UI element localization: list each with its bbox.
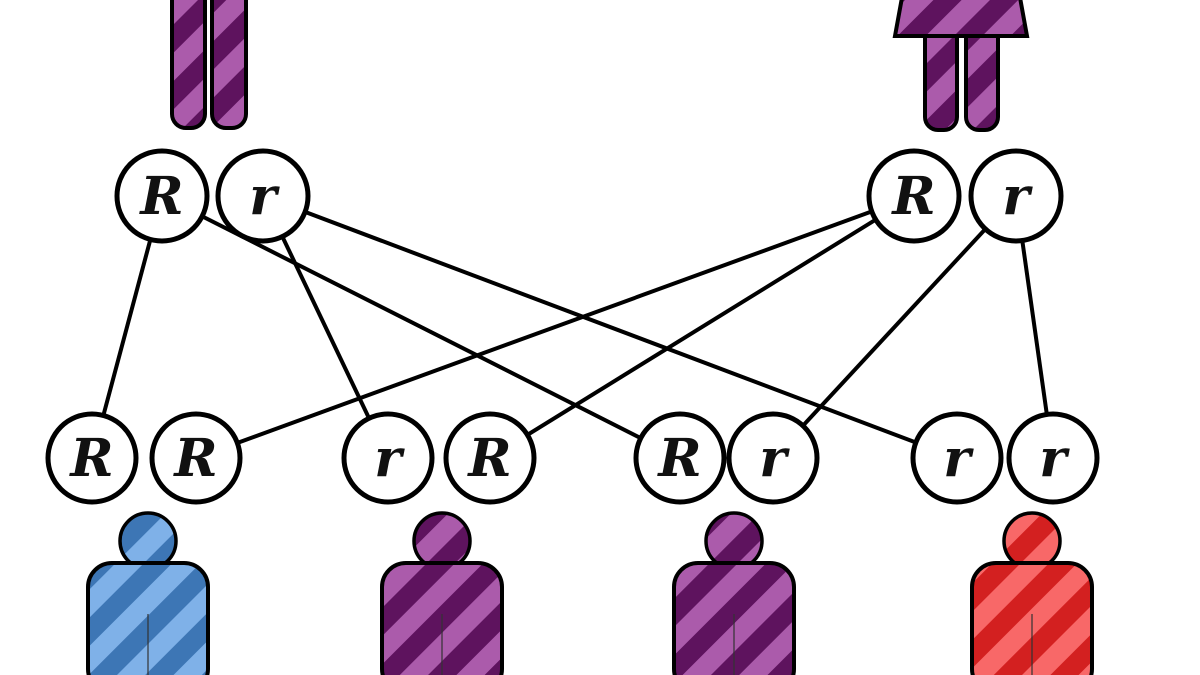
parent-allele-circles: R r R r — [114, 148, 1064, 244]
child-4-head — [1002, 511, 1062, 571]
offspring-3-allele-circle-2 — [726, 411, 820, 505]
father-leg-left — [170, 0, 207, 130]
offspring-3-allele-circle-1 — [633, 411, 727, 505]
child-3-head — [704, 511, 764, 571]
offspring-2-allele-circle-2 — [443, 411, 537, 505]
offspring-2-allele-circle-1 — [341, 411, 435, 505]
child-4-figure-affected — [970, 511, 1094, 675]
mother-dress — [892, 0, 1030, 38]
offspring-4-allele-circle-2 — [1006, 411, 1100, 505]
child-1-figure-unaffected — [86, 511, 210, 675]
mother-allele-letter-2: r — [1002, 166, 1033, 227]
offspring-3-allele-letter-2: r — [759, 428, 790, 489]
mother-figure — [892, 0, 1030, 132]
child-3-figure-carrier — [672, 511, 796, 675]
father-allele-letter-2: r — [249, 166, 280, 227]
father-allele-letter-1: R — [138, 166, 183, 227]
mother-allele-circle-1 — [866, 148, 962, 244]
child-1-head — [118, 511, 178, 571]
child-2-figure-carrier — [380, 511, 504, 675]
father-allele-circle-2 — [215, 148, 311, 244]
mother-leg-left — [923, 20, 959, 132]
line-motherr-child3 — [771, 194, 1018, 460]
offspring-2-allele-letter-2: R — [466, 428, 511, 489]
father-leg-right — [210, 0, 248, 130]
line-motherR-child1 — [195, 194, 915, 460]
offspring-1-allele-letter-1: R — [68, 428, 113, 489]
father-figure — [170, 0, 248, 130]
offspring-allele-circles: R R r R R r r r — [45, 411, 1100, 505]
mother-leg-right — [964, 20, 1000, 132]
offspring-4-allele-letter-1: r — [943, 428, 974, 489]
father-allele-circle-1 — [114, 148, 210, 244]
offspring-1-allele-letter-2: R — [172, 428, 217, 489]
line-fatherr-child2 — [261, 195, 390, 459]
offspring-1-allele-circle-2 — [149, 411, 243, 505]
mother-allele-letter-1: R — [890, 166, 935, 227]
offspring-4-allele-letter-2: r — [1039, 428, 1070, 489]
mother-allele-circle-2 — [968, 148, 1064, 244]
line-fatherr-child4 — [262, 194, 958, 460]
offspring-1-allele-circle-1 — [45, 411, 139, 505]
offspring-figures — [86, 511, 1094, 675]
offspring-3-allele-letter-1: R — [656, 428, 701, 489]
offspring-2-allele-letter-1: r — [374, 428, 405, 489]
child-2-head — [412, 511, 472, 571]
line-motherR-child2 — [488, 194, 916, 460]
offspring-4-allele-circle-1 — [910, 411, 1004, 505]
